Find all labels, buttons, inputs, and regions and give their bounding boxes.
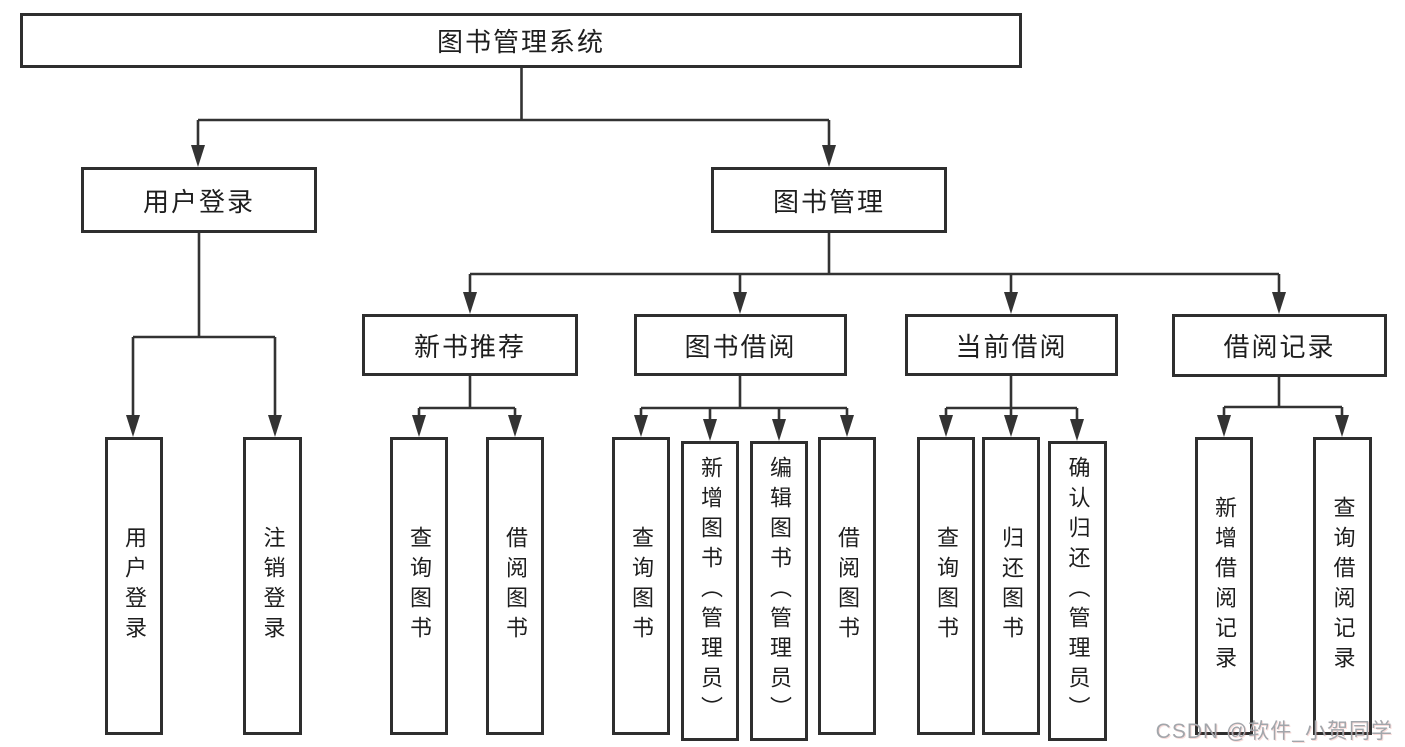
leaf-add-borrow-record-label: 新增借阅记录 [1212,496,1237,676]
leaf-borrow-books-recommend: 借阅图书 [486,437,544,735]
leaf-return-books: 归还图书 [982,437,1040,735]
leaf-add-books-admin: 新增图书（管理员） [681,441,739,741]
leaf-borrow-books-recommend-label: 借阅图书 [503,526,528,646]
connector-borrow-record-children [1217,377,1349,437]
connector-root-to-level1 [191,68,836,167]
leaf-user-login-label: 用户登录 [122,526,147,646]
leaf-add-books-admin-label: 新增图书（管理员） [698,456,723,726]
node-root-system: 图书管理系统 [20,13,1022,68]
node-book-borrow: 图书借阅 [634,314,847,376]
node-root-label: 图书管理系统 [436,27,605,57]
connector-user-login-children [126,233,282,437]
connector-book-borrow-children [634,376,854,441]
leaf-logout-label: 注销登录 [260,526,286,646]
connector-new-book-children [412,376,522,437]
leaf-user-login: 用户登录 [105,437,163,735]
leaf-query-borrow-record-label: 查询借阅记录 [1330,496,1356,676]
leaf-query-books-current: 查询图书 [917,437,975,735]
leaf-query-books-current-label: 查询图书 [934,526,959,646]
node-book-borrow-label: 图书借阅 [684,331,797,362]
node-new-book-recommend-label: 新书推荐 [413,331,526,362]
leaf-query-books-recommend-label: 查询图书 [407,526,432,646]
csdn-watermark: CSDN @软件_小贺同学 [1155,720,1393,743]
leaf-edit-books-admin: 编辑图书（管理员） [750,441,808,741]
node-user-login-label: 用户登录 [142,186,255,217]
node-borrow-record-label: 借阅记录 [1223,332,1336,362]
leaf-return-books-label: 归还图书 [999,526,1024,646]
leaf-query-books-borrow: 查询图书 [612,437,670,735]
leaf-edit-books-admin-label: 编辑图书（管理员） [767,456,792,726]
node-current-borrow-label: 当前借阅 [955,331,1068,362]
node-borrow-record: 借阅记录 [1172,314,1387,377]
leaf-add-borrow-record: 新增借阅记录 [1195,437,1253,735]
node-current-borrow: 当前借阅 [905,314,1118,376]
leaf-query-books-recommend: 查询图书 [390,437,448,735]
node-user-login: 用户登录 [81,167,317,233]
node-new-book-recommend: 新书推荐 [362,314,578,376]
leaf-logout: 注销登录 [243,437,302,735]
connector-book-mgmt-children [463,233,1286,314]
leaf-confirm-return-admin: 确认归还（管理员） [1048,441,1107,741]
leaf-query-borrow-record: 查询借阅记录 [1313,437,1372,735]
leaf-borrow-books-label: 借阅图书 [835,526,860,646]
connector-current-borrow-children [939,376,1084,441]
node-book-management-label: 图书管理 [772,186,885,217]
leaf-borrow-books: 借阅图书 [818,437,876,735]
leaf-query-books-borrow-label: 查询图书 [629,526,654,646]
leaf-confirm-return-admin-label: 确认归还（管理员） [1065,456,1091,726]
node-book-management: 图书管理 [711,167,947,233]
